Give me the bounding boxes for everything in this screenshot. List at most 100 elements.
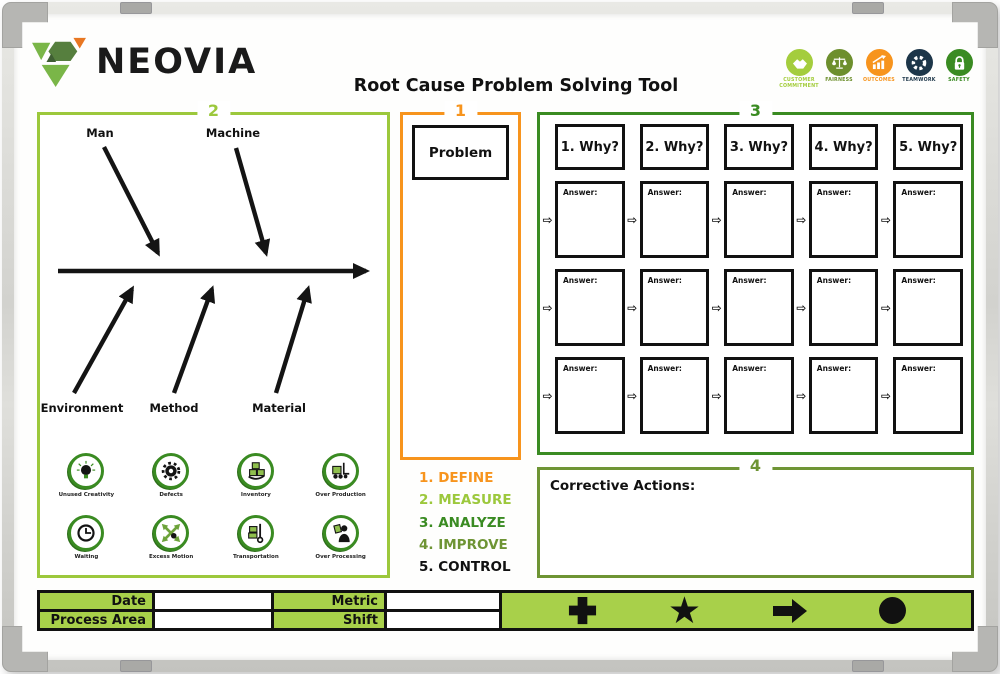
- section-1-problem: 1 Problem: [400, 101, 521, 460]
- why-header-4: 4. Why?: [808, 124, 879, 170]
- problem-box: Problem: [412, 125, 509, 180]
- waste-over-processing: Over Processing: [298, 515, 383, 560]
- flow-arrow-icon: ⇨: [711, 212, 722, 227]
- growth-chart-icon: [865, 49, 893, 76]
- mounting-clip: [120, 660, 152, 672]
- scales-icon: [825, 49, 853, 76]
- answer-box: Answer:: [555, 269, 625, 346]
- answer-box: Answer:: [639, 269, 710, 346]
- team-ring-icon: [905, 49, 933, 76]
- why-header-5: 5. Why?: [893, 124, 963, 170]
- answer-box: Answer:: [639, 357, 710, 434]
- dmaic-improve: 4. IMPROVE: [419, 536, 508, 553]
- answer-box: Answer:: [724, 181, 794, 258]
- page-title: Root Cause Problem Solving Tool: [353, 76, 679, 96]
- value-fairness: FAIRNESS: [819, 49, 859, 90]
- values-strip: CUSTOMER COMMITMENT FAIRNESS OUTCOMES: [779, 49, 979, 90]
- flow-arrow-icon: ⇨: [711, 388, 722, 403]
- five-why-grid: 1. Why? 2. Why? 3. Why? 4. Why? 5. Why? …: [540, 115, 971, 452]
- person-document-icon: [322, 515, 359, 551]
- value-outcomes: OUTCOMES: [859, 49, 899, 90]
- fishbone-label-environment: Environment: [40, 401, 124, 415]
- circle-icon: [879, 597, 906, 624]
- plus-icon: [568, 596, 597, 625]
- section-1-number: 1: [443, 101, 478, 120]
- waste-excess-motion: Excess Motion: [129, 515, 214, 560]
- waste-inventory: Inventory: [214, 453, 299, 498]
- date-value-cell: [155, 593, 271, 609]
- flow-arrow-icon: ⇨: [880, 212, 891, 227]
- section-4-number: 4: [738, 456, 773, 475]
- shift-label: Shift: [274, 612, 384, 628]
- stacked-boxes-icon: [237, 453, 274, 489]
- neovia-logo-mark: [32, 37, 86, 88]
- dmaic-control: 5. CONTROL: [419, 559, 511, 575]
- answer-box: Answer:: [724, 357, 794, 434]
- clock-icon: [68, 515, 105, 551]
- symbol-legend-bar: ★: [502, 592, 971, 629]
- why-header-3: 3. Why?: [724, 124, 794, 170]
- mounting-clip: [852, 2, 884, 14]
- answer-box: Answer:: [893, 269, 963, 346]
- answer-box: Answer:: [555, 181, 625, 258]
- answer-box: Answer:: [808, 269, 879, 346]
- flow-arrow-icon: ⇨: [542, 300, 553, 315]
- section-4-corrective-actions: 4 Corrective Actions:: [537, 456, 974, 578]
- process-area-label: Process Area: [40, 612, 152, 628]
- lightbulb-icon: [68, 453, 105, 489]
- waste-over-production: Over Production: [298, 453, 383, 498]
- waste-waiting: Waiting: [44, 515, 129, 560]
- flow-arrow-icon: ⇨: [796, 300, 807, 315]
- metric-value-cell: [387, 593, 499, 609]
- flow-arrow-icon: ⇨: [627, 300, 638, 315]
- answer-box: Answer:: [639, 181, 710, 258]
- padlock-icon: [945, 49, 973, 76]
- answer-box: Answer:: [724, 269, 794, 346]
- fishbone-label-man: Man: [86, 126, 114, 140]
- flow-arrow-icon: ⇨: [711, 300, 722, 315]
- flow-arrow-icon: ⇨: [627, 212, 638, 227]
- handshake-icon: [785, 49, 813, 76]
- metric-label: Metric: [274, 593, 384, 609]
- section-3-five-why: 3 1. Why? 2. Why? 3. Why? 4. Why? 5. Why…: [537, 101, 974, 455]
- answer-box: Answer:: [893, 181, 963, 258]
- neovia-logo: NEOVIA: [30, 36, 257, 88]
- flow-arrow-icon: ⇨: [796, 212, 807, 227]
- value-teamwork: TEAMWORK: [899, 49, 939, 90]
- section-2-fishbone: 2 Man Machine Environment Method Materia…: [37, 101, 390, 578]
- crossed-arrows-icon: [153, 515, 190, 551]
- hand-truck-icon: [237, 515, 274, 551]
- section-3-number: 3: [738, 101, 773, 120]
- flow-arrow-icon: ⇨: [627, 388, 638, 403]
- section-2-number: 2: [196, 101, 231, 120]
- answer-box: Answer:: [555, 357, 625, 434]
- dmaic-analyze: 3. ANALYZE: [419, 514, 506, 531]
- waste-icons-grid: Unused Creativity Defects: [44, 453, 383, 560]
- value-safety: SAFETY: [939, 49, 979, 90]
- mounting-clip: [852, 660, 884, 672]
- flow-arrow-icon: ⇨: [880, 300, 891, 315]
- waste-unused-creativity: Unused Creativity: [44, 453, 129, 498]
- corrective-actions-title: Corrective Actions:: [550, 478, 696, 494]
- arrow-right-icon: [773, 598, 808, 623]
- value-customer-commitment: CUSTOMER COMMITMENT: [779, 49, 819, 90]
- shift-value-cell: [387, 612, 499, 628]
- dmaic-list: 1. DEFINE 2. MEASURE 3. ANALYZE 4. IMPRO…: [419, 467, 512, 578]
- flow-arrow-icon: ⇨: [880, 388, 891, 403]
- why-header-2: 2. Why?: [639, 124, 710, 170]
- waste-transportation: Transportation: [214, 515, 299, 560]
- mounting-clip: [120, 2, 152, 14]
- brand-name: NEOVIA: [96, 42, 258, 82]
- fishbone-label-material: Material: [252, 401, 306, 415]
- footer-table: Date Metric Process Area Shift ★: [37, 590, 974, 631]
- process-area-value-cell: [155, 612, 271, 628]
- answer-box: Answer:: [808, 357, 879, 434]
- dmaic-define: 1. DEFINE: [419, 470, 494, 486]
- flow-arrow-icon: ⇨: [542, 212, 553, 227]
- gear-icon: [153, 453, 190, 489]
- fishbone-label-machine: Machine: [205, 126, 261, 140]
- waste-defects: Defects: [129, 453, 214, 498]
- forklift-icon: [322, 453, 359, 489]
- why-header-1: 1. Why?: [555, 124, 625, 170]
